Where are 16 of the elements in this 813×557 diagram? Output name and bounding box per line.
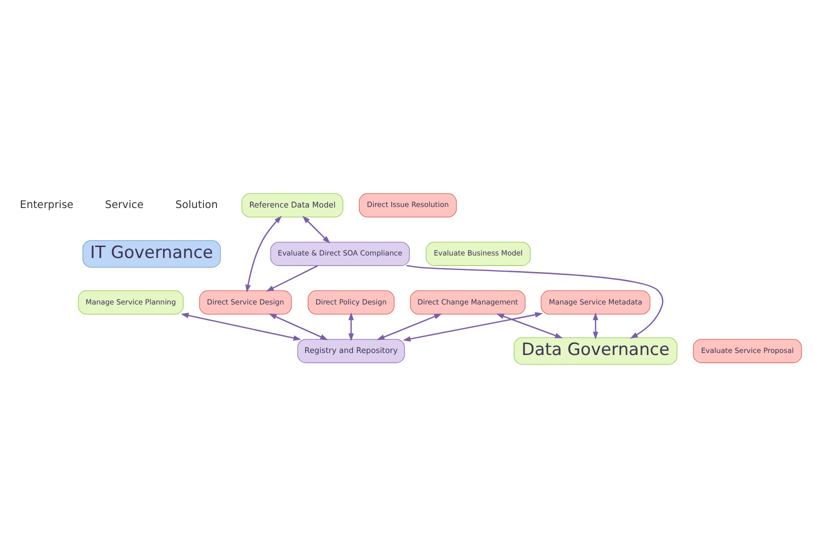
- arrow: [496, 313, 562, 338]
- node-box: Data Governance: [513, 336, 677, 364]
- arrow: [302, 215, 330, 244]
- node-box: IT Governance: [82, 240, 220, 268]
- label: Solution: [174, 198, 218, 210]
- arrow: [592, 312, 598, 340]
- arrow: [265, 264, 318, 292]
- arrow: [180, 312, 301, 340]
- arrow: [268, 313, 328, 340]
- arrow: [244, 215, 282, 292]
- arrow: [402, 312, 542, 342]
- label: Service: [104, 198, 143, 210]
- arrow: [406, 264, 663, 338]
- arrow: [348, 312, 354, 341]
- label: Enterprise: [19, 198, 73, 210]
- arrow: [376, 313, 442, 340]
